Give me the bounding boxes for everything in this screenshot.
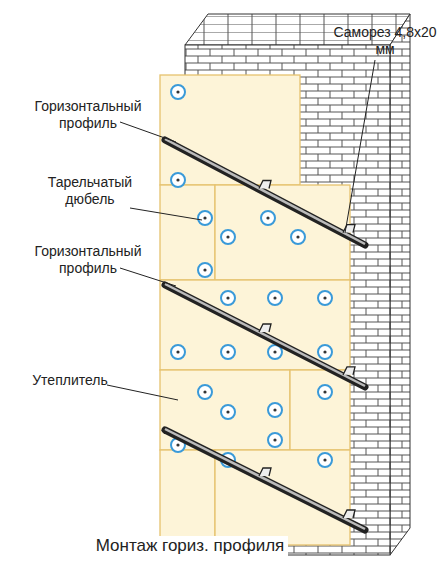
dowel-head	[221, 405, 235, 419]
dowel-dot	[176, 178, 179, 181]
dowel-dot	[273, 350, 276, 353]
leader-lines	[107, 60, 375, 400]
plate-dowel	[318, 453, 332, 467]
plate-dowel	[268, 433, 282, 447]
dowel-dot	[323, 390, 326, 393]
insulation-slab	[160, 75, 300, 185]
screw-label: Саморез 4,8х20 мм	[330, 24, 440, 58]
plate-dowel	[198, 385, 212, 399]
dowel-label: Тарельчатый дюбель	[30, 174, 150, 208]
dowel-dot	[323, 296, 326, 299]
plate-dowel	[268, 291, 282, 305]
dowel-head	[221, 291, 235, 305]
profile-bracket	[259, 181, 271, 189]
dowel-dot	[323, 350, 326, 353]
plate-dowel	[198, 263, 212, 277]
plate-dowel	[318, 385, 332, 399]
insulation-label: Утеплитель	[20, 372, 120, 389]
plate-dowel	[171, 173, 185, 187]
dowel-head	[268, 403, 282, 417]
plate-dowel	[221, 405, 235, 419]
profile-face	[165, 284, 365, 386]
profile-bracket	[343, 367, 355, 375]
dowel-dot	[176, 90, 179, 93]
dowel-head	[171, 345, 185, 359]
profile-body	[165, 285, 365, 387]
dowel-dot	[296, 235, 299, 238]
horizontal-profile	[165, 429, 365, 530]
dowel-dot	[273, 408, 276, 411]
insulation-slab	[160, 450, 215, 545]
profile-label: Горизонтальный профиль	[8, 98, 168, 132]
profile-bracket	[343, 510, 355, 518]
dowel-head	[318, 453, 332, 467]
dowel-dot	[273, 296, 276, 299]
profile-body	[165, 140, 365, 245]
dowel-head	[268, 291, 282, 305]
caption: Монтаж гориз. профиля	[92, 536, 289, 556]
plate-dowel	[261, 211, 275, 225]
plate-dowel	[291, 230, 305, 244]
dowel-dot	[203, 390, 206, 393]
insulation-slab	[290, 370, 350, 450]
insulation-slab	[160, 185, 215, 280]
dowel-dot	[203, 216, 206, 219]
plate-dowel	[171, 85, 185, 99]
profile-body	[165, 430, 365, 530]
plate-dowel	[221, 230, 235, 244]
horizontal-profiles	[165, 139, 365, 530]
plate-dowel	[268, 403, 282, 417]
dowel-dot	[273, 438, 276, 441]
dowel-head	[198, 263, 212, 277]
dowel-head	[171, 173, 185, 187]
dowel-head	[318, 291, 332, 305]
dowel-dot	[323, 458, 326, 461]
profile-label: Горизонтальный профиль	[8, 243, 168, 277]
plate-dowel	[171, 345, 185, 359]
plate-dowel	[318, 345, 332, 359]
dowel-dot	[176, 443, 179, 446]
horizontal-profile	[165, 284, 365, 387]
plate-dowel	[318, 291, 332, 305]
dowel-dot	[226, 235, 229, 238]
dowel-head	[171, 85, 185, 99]
profile-face	[165, 429, 365, 529]
dowel-head	[318, 385, 332, 399]
dowel-dot	[226, 350, 229, 353]
dowel-head	[221, 230, 235, 244]
dowel-head	[318, 345, 332, 359]
dowel-head	[221, 345, 235, 359]
dowel-head	[261, 211, 275, 225]
profile-face	[165, 139, 365, 244]
dowel-head	[198, 211, 212, 225]
plate-dowel	[198, 211, 212, 225]
dowel-head	[291, 230, 305, 244]
dowel-dot	[226, 410, 229, 413]
profile-bracket	[259, 468, 271, 476]
plate-dowel	[221, 345, 235, 359]
dowel-dot	[266, 216, 269, 219]
dowel-dot	[176, 350, 179, 353]
dowel-head	[198, 385, 212, 399]
plate-dowels	[171, 85, 332, 467]
profile-bracket	[259, 324, 271, 332]
dowel-head	[268, 433, 282, 447]
dowel-dot	[226, 296, 229, 299]
plate-dowel	[221, 291, 235, 305]
horizontal-profile	[165, 139, 365, 245]
dowel-dot	[203, 268, 206, 271]
